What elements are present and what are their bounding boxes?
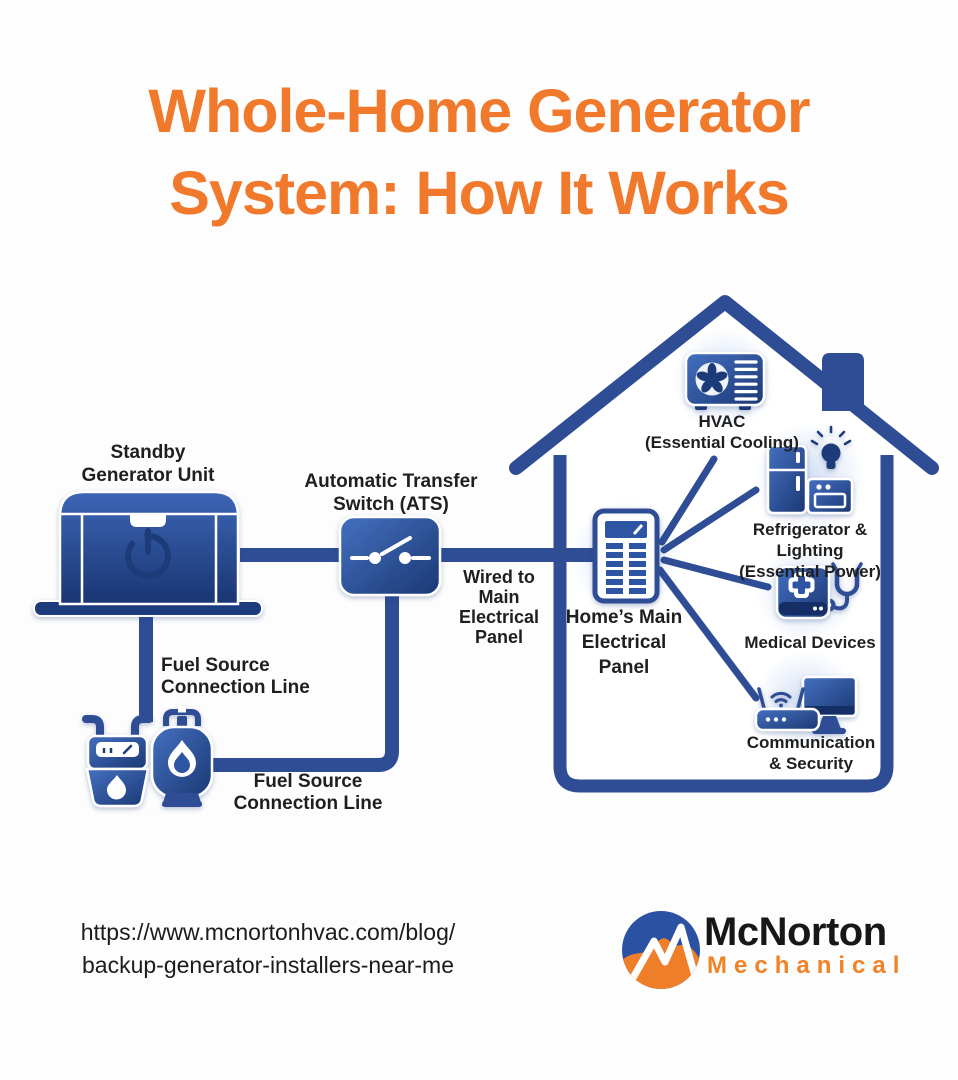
propane-tank-icon [150,705,214,807]
panel-label: Home’s Main Electrical Panel [565,607,683,678]
fuel-line-tank-to-ats [210,592,399,772]
ats-label: Automatic Transfer Switch (ATS) [304,471,478,515]
fuel-label-top: Fuel Source Connection Line [161,655,310,698]
refrigerator-lighting-icon [766,425,854,515]
page-title-line1: Whole-Home Generator [148,77,810,145]
blog-url-line1: https://www.mcnortonhvac.com/blog/ [80,919,456,945]
page-title: Whole-Home Generator System: How It Work… [0,70,958,234]
electrical-panel-icon [592,508,660,604]
hvac-label: HVAC (Essential Cooling) [645,412,799,452]
standby-generator-icon [33,490,263,617]
medical-devices-icon [775,562,863,620]
ats-switch-icon [338,515,442,597]
hvac-icon [684,351,766,410]
fuel-label-bottom: Fuel Source Connection Line [233,771,383,814]
connector-lines [139,455,772,772]
page-title-line2: System: How It Works [169,159,790,227]
panel-branch-lines [656,455,772,702]
wired-note: Wired to Main Electrical Panel [458,567,540,647]
mcnorton-logo [622,911,700,989]
communication-security-icon [754,675,858,734]
gas-meter-icon [82,715,153,808]
medical-devices-label: Medical Devices [744,633,876,652]
brand-tagline: Mechanical [707,952,907,979]
refrigerator-lighting-label: Refrigerator & Lighting (Essential Power… [739,520,881,581]
communication-security-label: Communication & Security [746,733,876,773]
generator-label: Standby Generator Unit [81,442,215,486]
blog-url-line2: backup-generator-installers-near-me [82,952,454,978]
brand-name: McNorton [704,910,887,954]
blog-url: https://www.mcnortonhvac.com/blog/ backu… [81,916,456,982]
